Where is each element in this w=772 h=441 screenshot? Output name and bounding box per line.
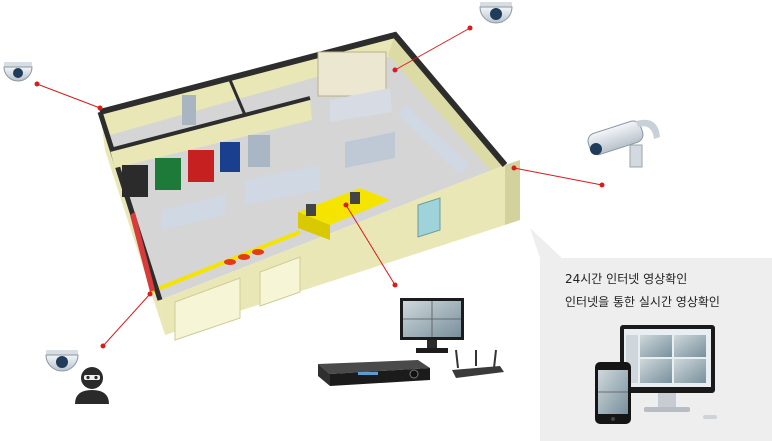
smartphone-icon <box>595 362 631 424</box>
intruder-icon <box>75 367 109 404</box>
entrance-door <box>417 197 441 238</box>
bullet-camera-icon <box>587 119 660 168</box>
monitor-icon <box>400 298 464 353</box>
product-shelves <box>130 51 470 292</box>
callout-line-1: 24시간 인터넷 영상확인 <box>565 272 688 286</box>
connector-lines <box>36 27 603 347</box>
dome-camera-icon <box>3 62 33 82</box>
store-floor-plan <box>97 31 520 341</box>
dome-camera-icon <box>479 2 513 24</box>
back-wall-right <box>388 35 505 170</box>
router-icon <box>452 349 504 378</box>
drink-cooler <box>122 135 270 197</box>
callout-line-2: 인터넷을 통한 실시간 영상확인 <box>565 295 720 309</box>
dvr-icon <box>318 360 430 386</box>
dome-camera-icon <box>45 350 79 372</box>
desktop-monitor-icon <box>620 325 717 419</box>
front-window <box>174 277 241 341</box>
